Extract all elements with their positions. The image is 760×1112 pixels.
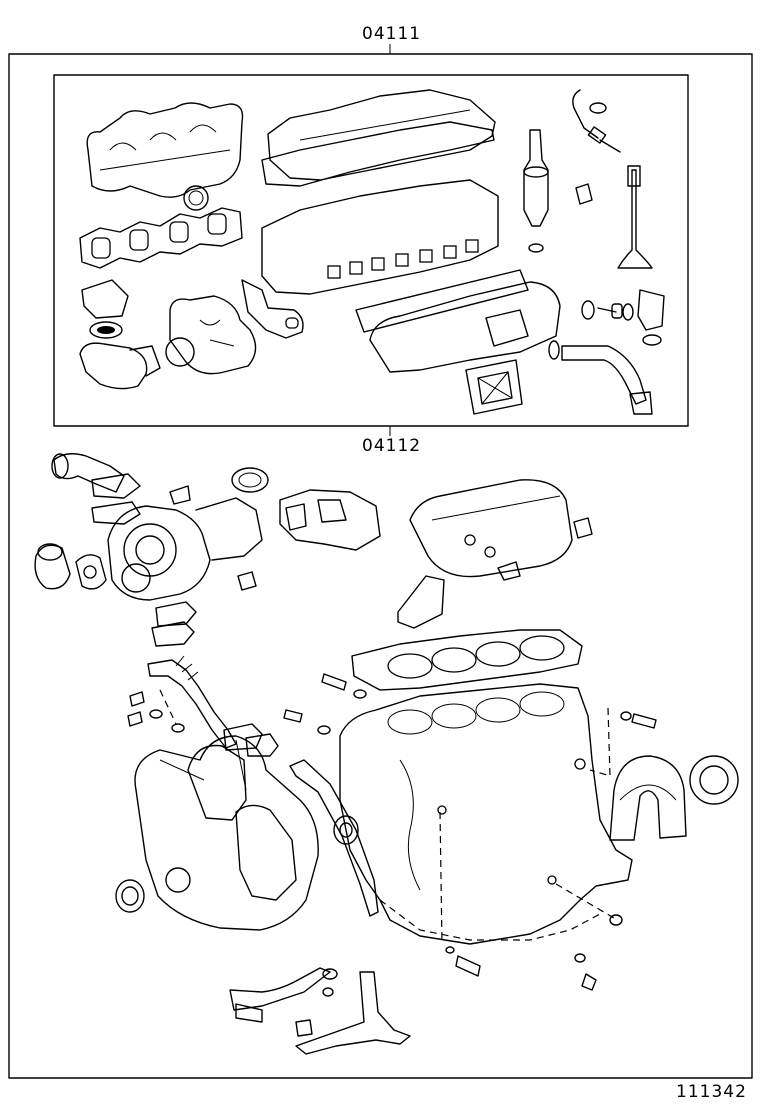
small-gasket-center-top bbox=[169, 485, 191, 505]
timing-bracket-gasket bbox=[241, 279, 304, 339]
intake-manifold bbox=[369, 281, 561, 373]
oil-feed-pipe bbox=[147, 601, 237, 749]
outer-kit-frame bbox=[8, 53, 753, 1079]
small-gasket-turbo-right bbox=[237, 571, 257, 591]
sensor-washer bbox=[589, 102, 607, 114]
cylinder-head-cover bbox=[267, 89, 496, 181]
illustration-number: 111342 bbox=[672, 1082, 751, 1102]
head-cover-gasket bbox=[261, 121, 495, 187]
retainer-bolts bbox=[620, 711, 657, 729]
small-gasket-right-2 bbox=[497, 561, 521, 581]
cylinder-head bbox=[261, 179, 499, 295]
turbo-inlet-elbow bbox=[51, 453, 125, 493]
throttle-body-gasket bbox=[465, 359, 523, 415]
inner-kit-frame bbox=[53, 74, 689, 427]
cylinder-block bbox=[339, 683, 633, 945]
water-inlet-gasket bbox=[397, 575, 445, 629]
timing-cover-gaskets bbox=[187, 744, 297, 901]
exhaust-adapter bbox=[279, 489, 381, 551]
timing-belt-cover bbox=[134, 735, 319, 931]
front-seal-cam bbox=[333, 815, 359, 845]
cylinder-head-gasket bbox=[351, 629, 583, 691]
oil-return-flange bbox=[223, 723, 279, 757]
dashed-leader-drain bbox=[555, 883, 615, 919]
exhaust-manifold bbox=[86, 102, 244, 198]
outer-kit-label: 04111 bbox=[358, 24, 426, 44]
oil-pump-gasket bbox=[289, 759, 379, 917]
water-pump-body bbox=[165, 295, 257, 375]
turbo-outlet-gasket bbox=[75, 554, 107, 590]
egr-pipe bbox=[548, 334, 662, 415]
crankshaft-front-seal bbox=[115, 879, 145, 913]
oil-seal-ring bbox=[89, 321, 123, 339]
exhaust-manifold-gasket bbox=[79, 207, 243, 269]
inner-kit-label: 04112 bbox=[358, 436, 426, 456]
egr-valve-gaskets bbox=[581, 289, 665, 331]
water-outlet-housing bbox=[79, 342, 161, 390]
fuel-injector bbox=[523, 129, 549, 253]
small-gasket-left bbox=[81, 279, 129, 319]
turbo-outlet-elbow bbox=[34, 543, 71, 590]
oil-pan-dashed-outline bbox=[379, 899, 601, 941]
injector-nozzle-seal bbox=[575, 183, 593, 205]
small-gasket-right-1 bbox=[573, 517, 593, 539]
rear-oil-seal-retainer bbox=[609, 755, 687, 841]
dashed-leader-left-bolts bbox=[159, 689, 177, 725]
turbo-flange-ring bbox=[231, 467, 269, 493]
engine-valve bbox=[617, 165, 653, 269]
rear-oil-seal bbox=[689, 755, 739, 805]
dashed-leader-center bbox=[439, 811, 443, 945]
intake-manifold-gasket bbox=[355, 269, 529, 333]
small-bolts-left bbox=[127, 691, 185, 733]
head-bolts bbox=[283, 673, 367, 735]
drain-plug-parts bbox=[445, 914, 623, 991]
turbocharger bbox=[107, 497, 263, 601]
oil-strainer-assembly bbox=[229, 967, 411, 1055]
turbo-inlet-gaskets bbox=[91, 473, 141, 525]
oxygen-sensor bbox=[572, 89, 621, 153]
exhaust-flange-gasket bbox=[183, 185, 209, 211]
timing-cover-gasket bbox=[409, 479, 573, 578]
